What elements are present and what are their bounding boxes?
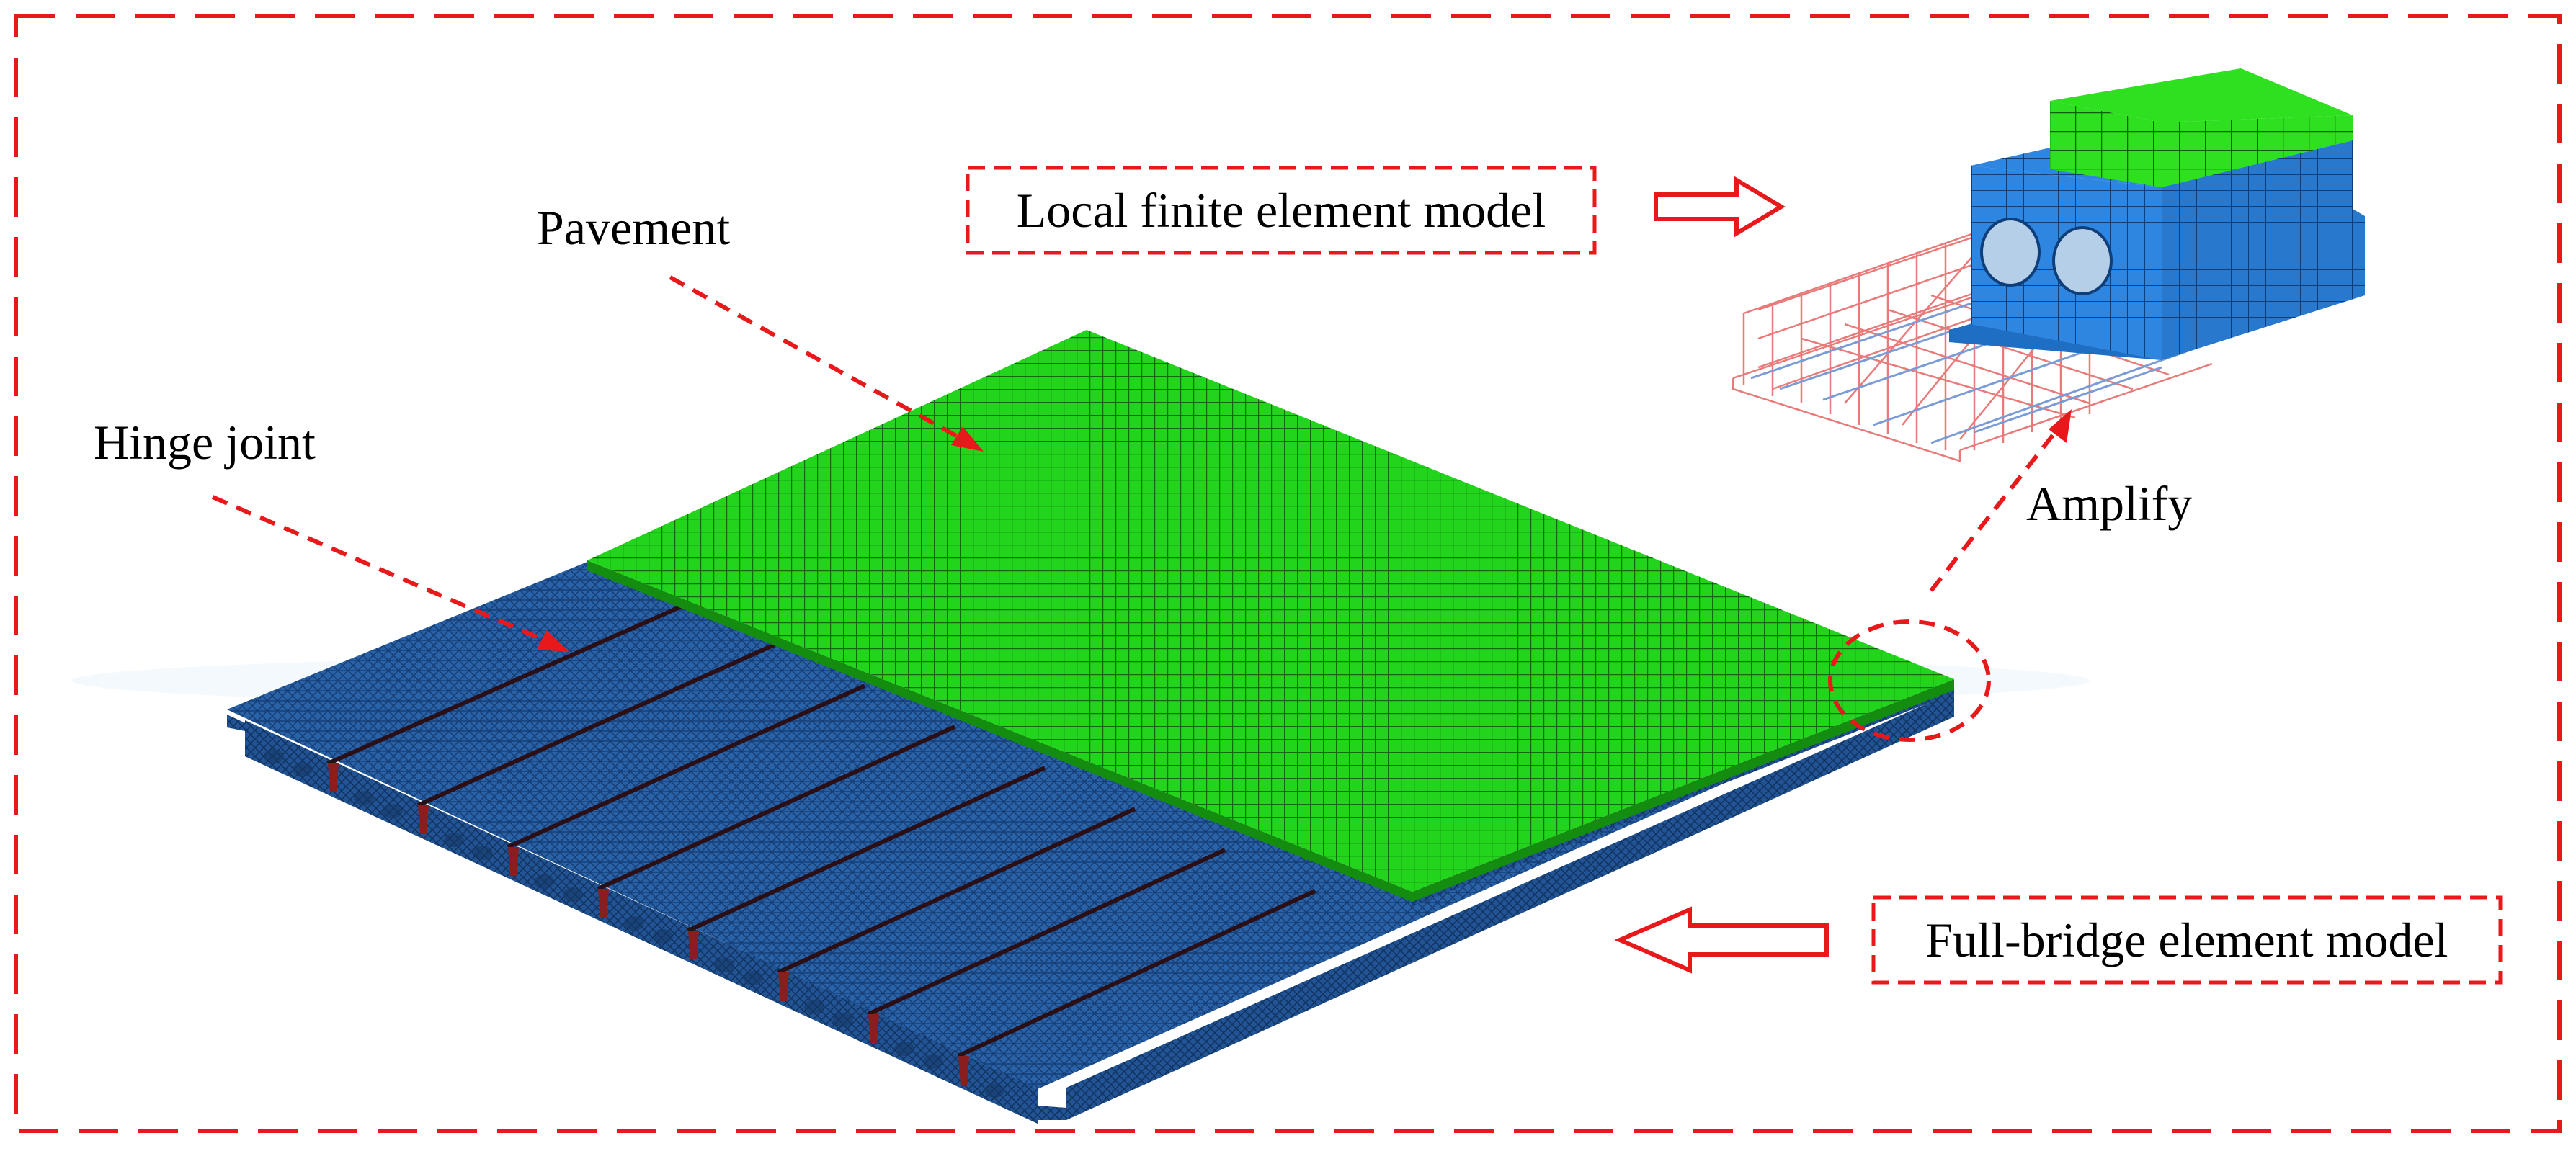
- amplify-highlight-ellipse: [1828, 619, 1991, 742]
- local-block-right-shade: [2162, 140, 2365, 360]
- full-bridge-label-box: [1871, 895, 2503, 985]
- hollow-left-arrow-icon: [1614, 906, 1829, 974]
- pavement-slab: [587, 330, 1954, 892]
- full-bridge-model: [227, 330, 1954, 1124]
- local-hollow-core-right: [2052, 226, 2113, 295]
- local-pavement-top: [2050, 68, 2353, 122]
- hinge-joint-pointer-arrow: [211, 495, 569, 652]
- pavement-label: Pavement: [537, 200, 731, 255]
- hinge-joint-lines: [326, 603, 1316, 1058]
- pavement-slab-edge: [587, 560, 1954, 902]
- amplify-pointer-arrow: [1929, 409, 2072, 592]
- full-bridge-model-label: Full-bridge element model: [1925, 913, 2448, 967]
- local-model-label: Local finite element model: [1016, 183, 1546, 238]
- hinge-joint-wedges: [328, 763, 969, 1085]
- outer-dashed-frame: [14, 14, 2562, 1133]
- local-model-label-box: [966, 166, 1597, 255]
- girder-top-surface: [227, 562, 1954, 1089]
- local-pavement-side: [2162, 115, 2353, 187]
- hinge-joint-label: Hinge joint: [94, 415, 316, 470]
- local-block-right: [2162, 140, 2365, 360]
- local-finite-element-model: [1732, 68, 2365, 462]
- local-pavement-front: [2050, 101, 2162, 187]
- girder-hollow-cores: [264, 749, 1004, 1098]
- pavement-pointer-arrow: [669, 275, 984, 452]
- local-hollow-core-left: [1980, 218, 2041, 287]
- hollow-right-arrow-icon: [1654, 176, 1786, 238]
- amplify-label: Amplify: [2026, 476, 2193, 531]
